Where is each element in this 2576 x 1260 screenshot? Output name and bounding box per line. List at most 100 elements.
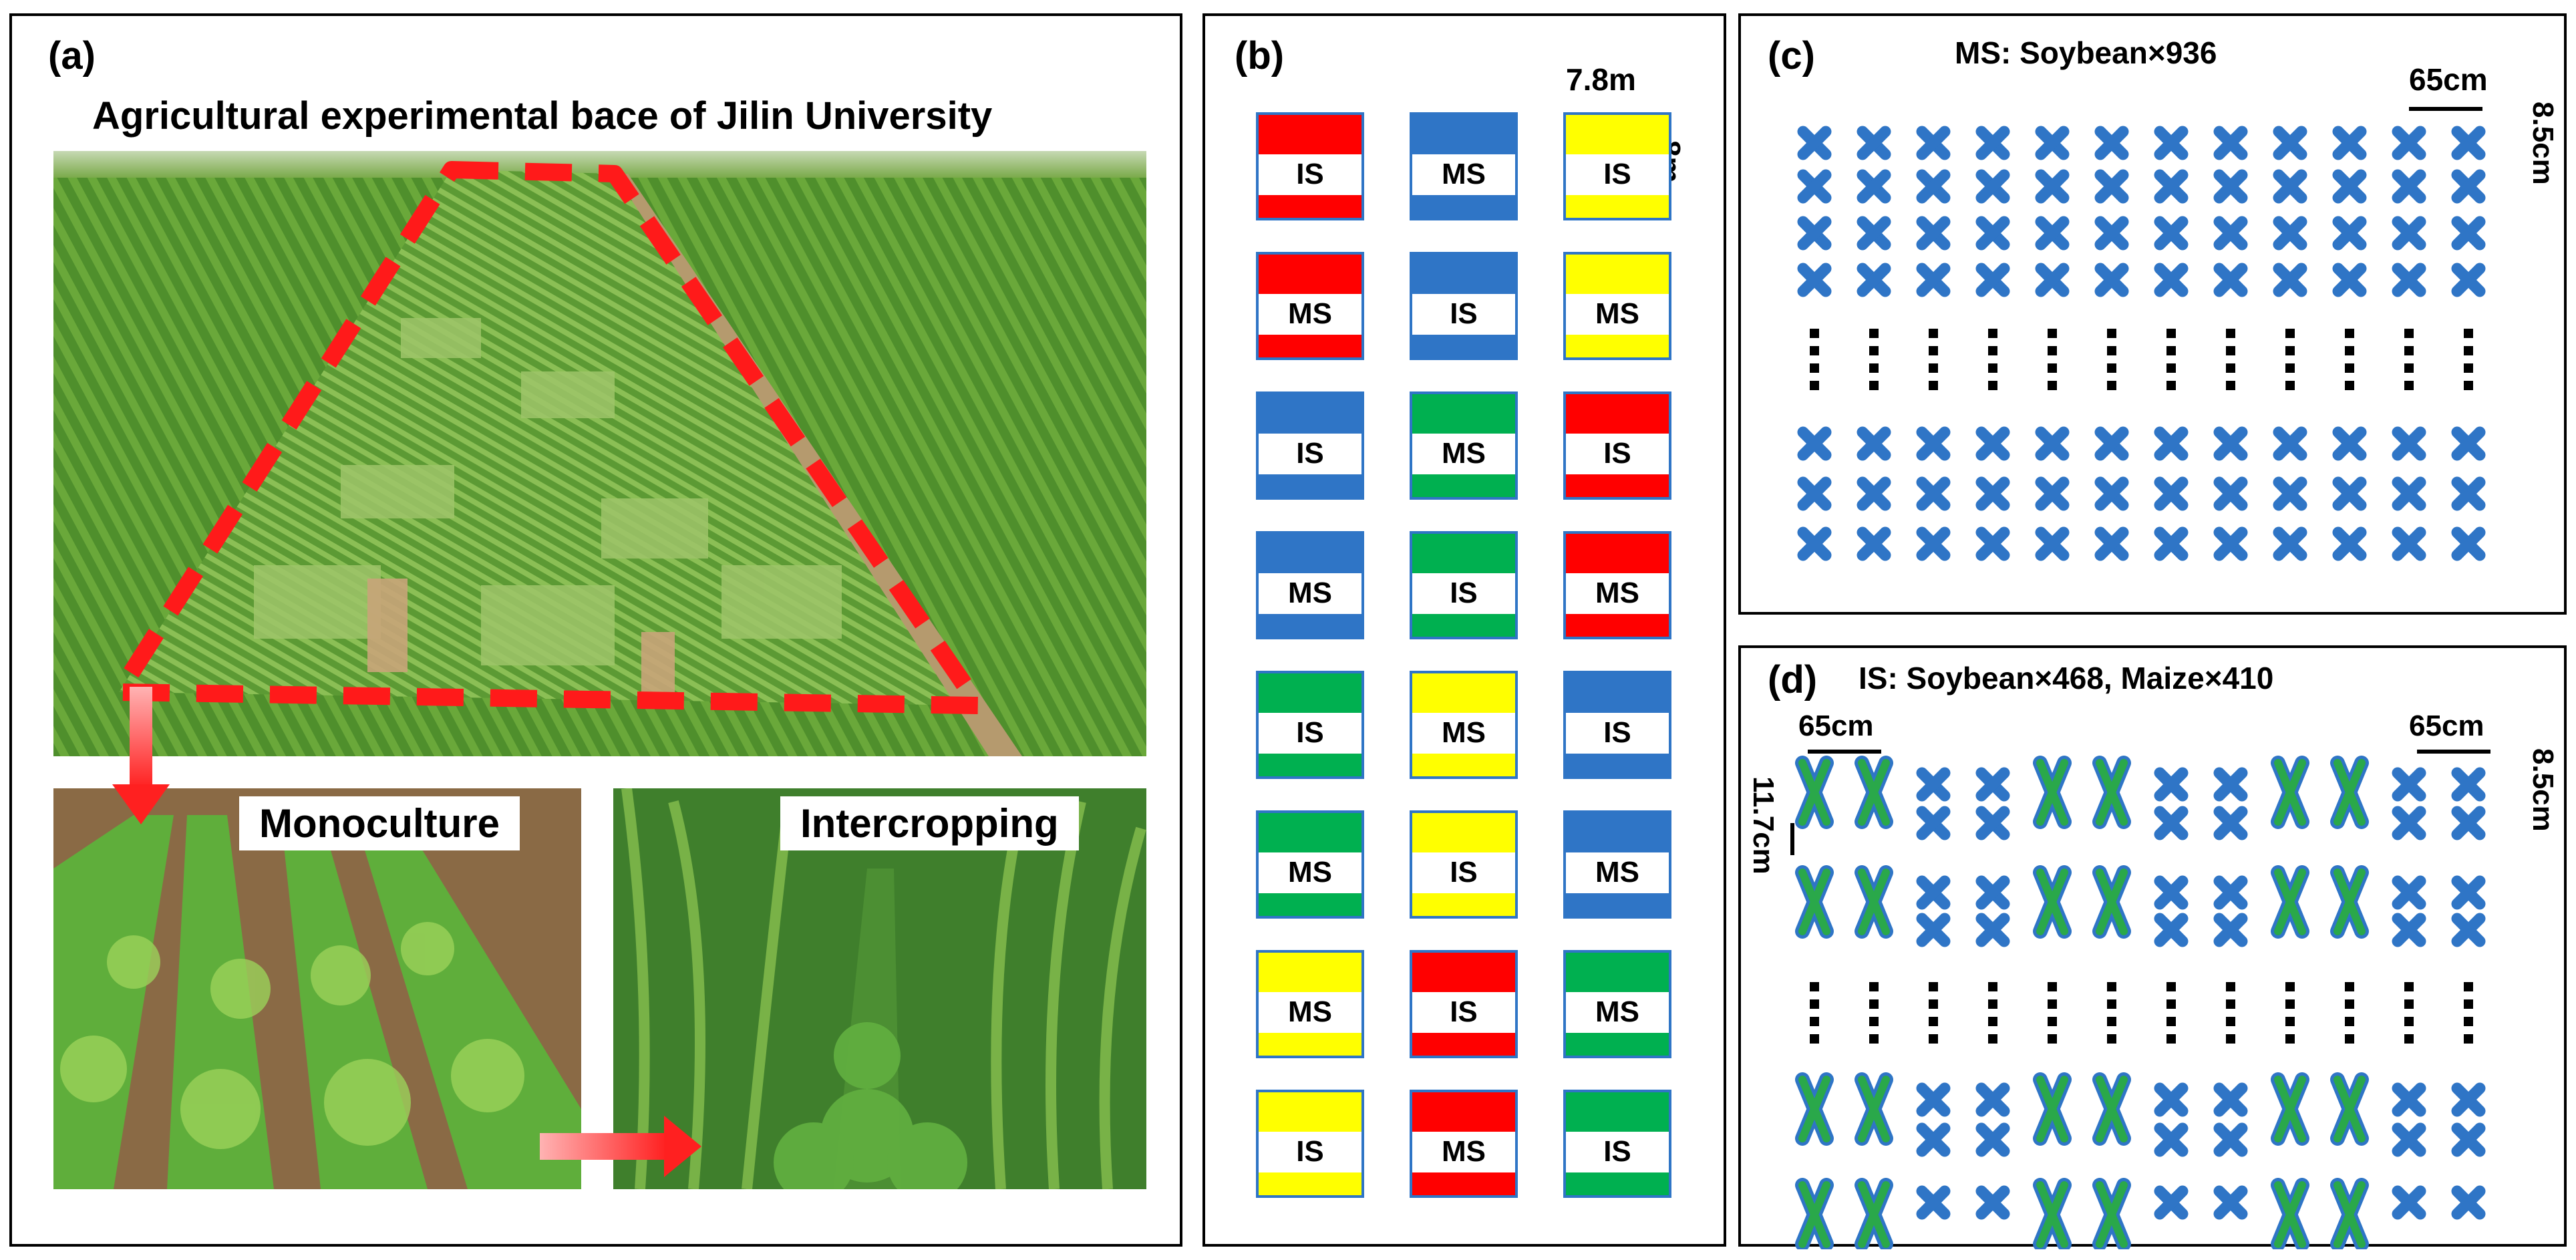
soybean-marker (2332, 126, 2367, 160)
continuation-dots (2345, 982, 2354, 1044)
continuation-dots (2226, 329, 2235, 390)
soybean-marker (2154, 526, 2189, 561)
maize-marker (2092, 1178, 2131, 1249)
soybean-marker (2273, 263, 2307, 297)
soybean-marker (1975, 126, 2010, 160)
continuation-dots (1988, 982, 1997, 1044)
soybean-marker (1975, 1082, 2010, 1117)
soybean-marker (2035, 169, 2070, 204)
plot-cell: MS (1563, 810, 1671, 919)
plot-treatment-label: MS (1566, 293, 1669, 335)
plot-treatment-label: MS (1259, 852, 1361, 894)
plot-cell: MS (1563, 252, 1671, 360)
panel-a: (a) Agricultural experimental bace of Ji… (9, 13, 1182, 1247)
soybean-marker (1916, 913, 1951, 947)
soybean-marker (2451, 476, 2486, 511)
soybean-marker (2154, 1185, 2189, 1220)
soybean-marker (2332, 216, 2367, 251)
soybean-marker (2392, 263, 2426, 297)
soybean-marker (2273, 526, 2307, 561)
soybean-marker (1916, 169, 1951, 204)
soybean-marker (2213, 169, 2248, 204)
soybean-marker (1975, 526, 2010, 561)
soybean-marker (2213, 426, 2248, 461)
panel-d-label: (d) (1768, 658, 1818, 701)
continuation-dots (1869, 982, 1879, 1044)
plot-treatment-label: MS (1566, 573, 1669, 615)
maize-marker (2330, 1072, 2369, 1146)
plot-cell: IS (1256, 1090, 1364, 1198)
panel-c-label: (c) (1768, 34, 1815, 77)
soybean-marker (2392, 126, 2426, 160)
continuation-dots (1988, 329, 1997, 390)
soybean-marker (1916, 426, 1951, 461)
soybean-marker (2094, 476, 2129, 511)
plot-cell: MS (1410, 671, 1518, 779)
soybean-marker (1975, 767, 2010, 802)
soybean-marker (2213, 216, 2248, 251)
maize-marker (2271, 1178, 2309, 1249)
soybean-marker (2392, 476, 2426, 511)
plot-cell: IS (1410, 950, 1518, 1058)
plot-treatment-label: IS (1259, 154, 1361, 196)
plot-cell: IS (1563, 391, 1671, 500)
continuation-dots (2166, 982, 2176, 1044)
plot-cell: MS (1563, 531, 1671, 639)
soybean-marker (2392, 1082, 2426, 1117)
soybean-marker (1857, 216, 1891, 251)
plot-treatment-label: IS (1412, 852, 1515, 894)
maize-marker (2330, 756, 2369, 829)
soybean-marker (2392, 1185, 2426, 1220)
plot-treatment-label: IS (1412, 573, 1515, 615)
panel-d: (d) IS: Soybean×468, Maize×410 65cm 65cm… (1738, 645, 2567, 1249)
maize-marker (2092, 865, 2131, 939)
maize-marker (2033, 865, 2072, 939)
intercropping-photo (613, 788, 1146, 1189)
soybean-marker (1975, 1122, 2010, 1157)
continuation-dots (1929, 982, 1938, 1044)
soybean-marker (1916, 1185, 1951, 1220)
soybean-marker (2213, 767, 2248, 802)
soybean-marker (2451, 216, 2486, 251)
soybean-marker (2213, 263, 2248, 297)
soybean-marker (2154, 476, 2189, 511)
continuation-dots (2107, 329, 2116, 390)
plot-treatment-label: MS (1412, 154, 1515, 196)
plot-cell: IS (1256, 671, 1364, 779)
soybean-marker (2273, 476, 2307, 511)
intercropping-caption: Intercropping (780, 796, 1079, 850)
continuation-dots (2285, 329, 2295, 390)
plot-treatment-label: MS (1412, 1131, 1515, 1173)
plot-cell: IS (1410, 252, 1518, 360)
soybean-marker (2451, 806, 2486, 840)
plot-treatment-label: IS (1412, 293, 1515, 335)
soybean-marker (2213, 476, 2248, 511)
soybean-marker (2273, 426, 2307, 461)
soybean-marker (2332, 263, 2367, 297)
row-spacing-label: 65cm (2409, 62, 2488, 97)
soybean-marker (1857, 426, 1891, 461)
soybean-marker (2392, 913, 2426, 947)
soybean-marker (2332, 426, 2367, 461)
plot-treatment-label: IS (1259, 433, 1361, 475)
soybean-marker (1916, 216, 1951, 251)
monoculture-photo (53, 788, 581, 1189)
soybean-marker (2035, 263, 2070, 297)
maize-marker (2271, 1072, 2309, 1146)
soybean-marker (2035, 426, 2070, 461)
plot-cell: IS (1410, 531, 1518, 639)
soybean-marker (2154, 913, 2189, 947)
soybean-marker (2213, 1122, 2248, 1157)
soybean-marker (2213, 126, 2248, 160)
continuation-dots (2345, 329, 2354, 390)
panel-d-title: IS: Soybean×468, Maize×410 (1859, 661, 2274, 695)
soybean-marker (2392, 426, 2426, 461)
soybean-marker (1857, 263, 1891, 297)
panel-c-title: MS: Soybean×936 (1955, 35, 2217, 70)
soybean-marker (1975, 263, 2010, 297)
soybean-marker (1916, 1122, 1951, 1157)
soybean-marker (2035, 476, 2070, 511)
maize-marker (2271, 865, 2309, 939)
soybean-marker (2154, 169, 2189, 204)
soybean-marker (1916, 1082, 1951, 1117)
